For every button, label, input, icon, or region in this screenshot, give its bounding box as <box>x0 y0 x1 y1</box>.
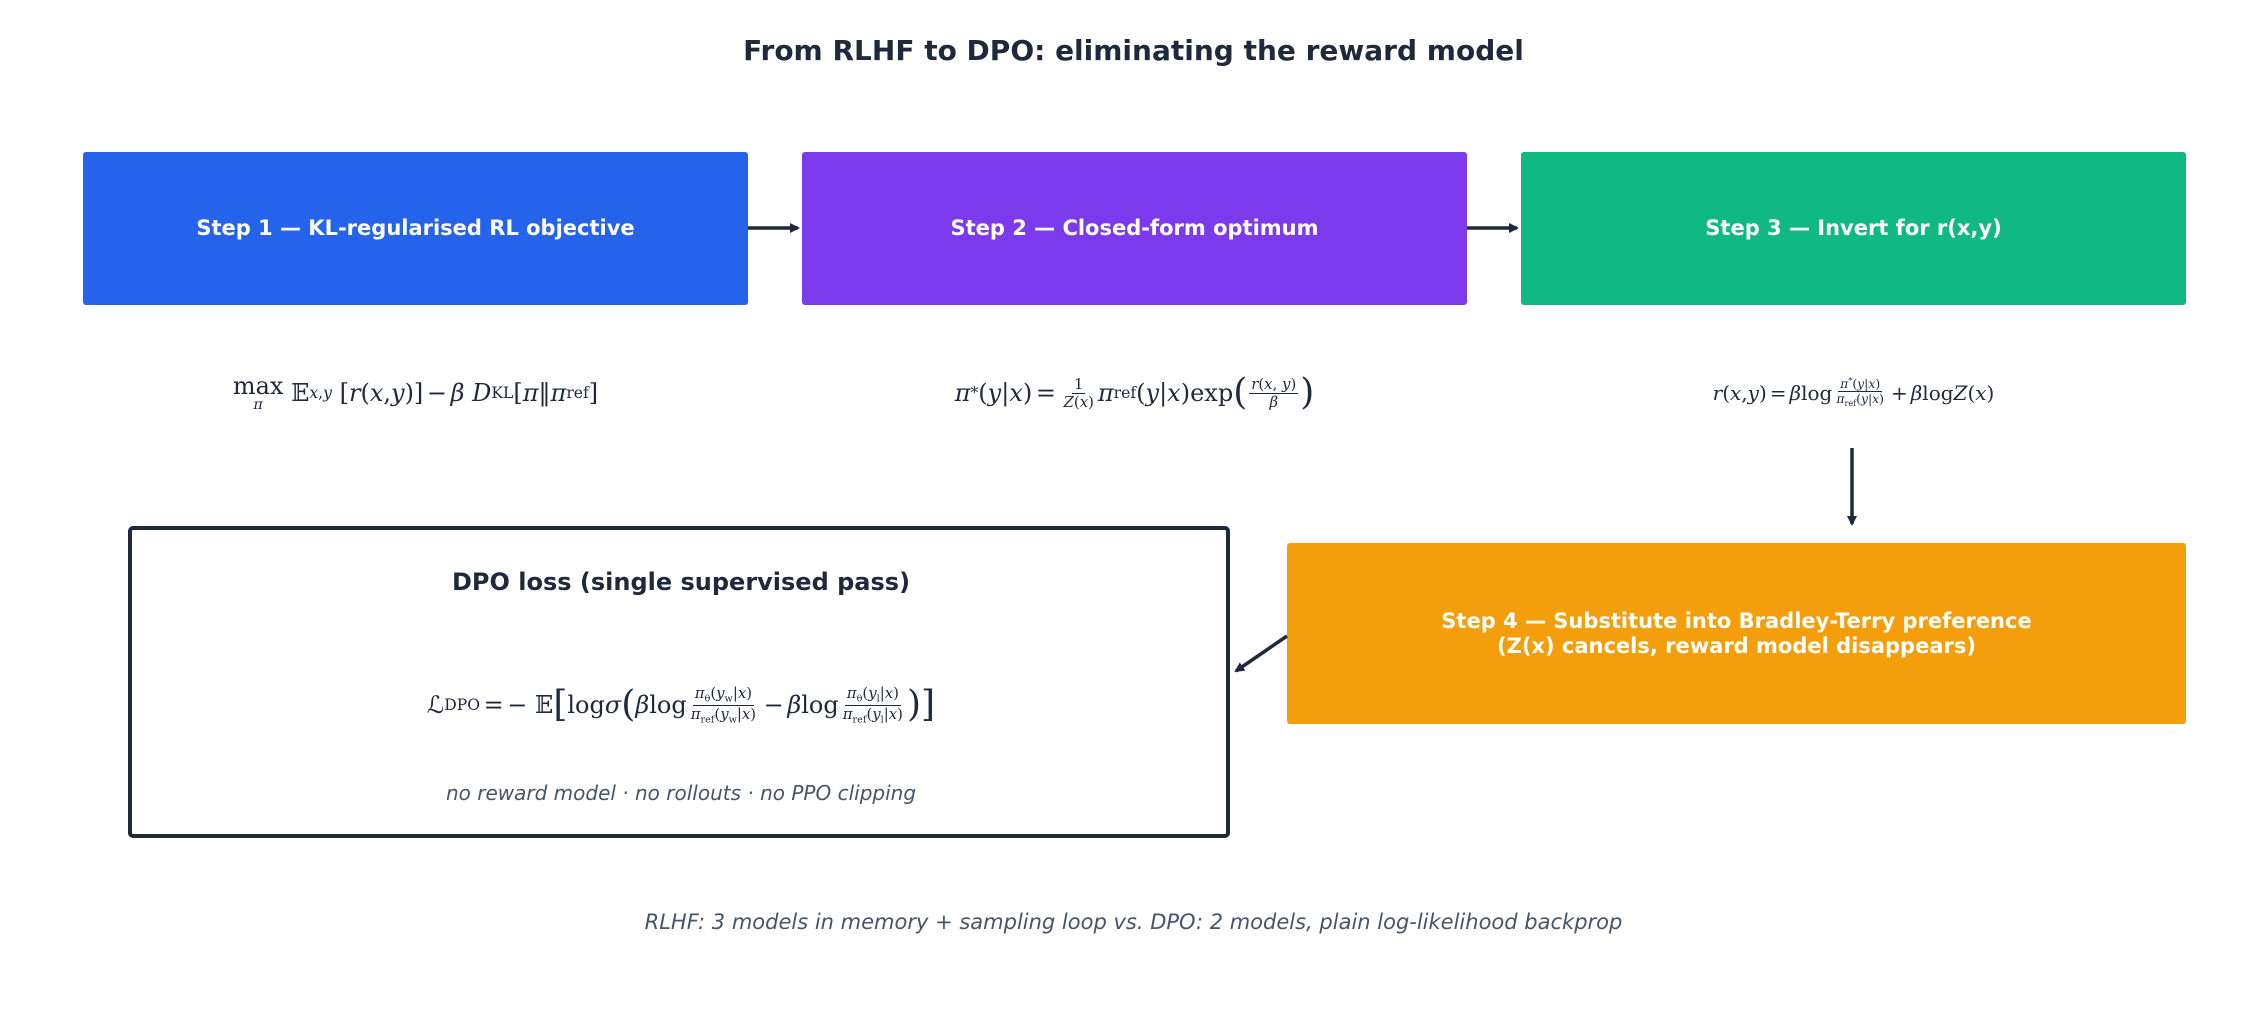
dpo-loss-box <box>128 526 1230 838</box>
step-3-box: Step 3 — Invert for r(x,y) <box>1521 152 2186 305</box>
arrow-step4-to-dpo <box>1234 634 1288 673</box>
footnote: RLHF: 3 models in memory + sampling loop… <box>644 910 1623 934</box>
step-2-box: Step 2 — Closed-form optimum <box>802 152 1467 305</box>
step-1-box: Step 1 — KL-regularised RL objective <box>83 152 748 305</box>
step-4-box: Step 4 — Substitute into Bradley-Terry p… <box>1287 543 2186 724</box>
dpo-loss-note: no reward model · no rollouts · no PPO c… <box>445 781 917 805</box>
dpo-loss-title: DPO loss (single supervised pass) <box>451 568 911 596</box>
diagram-title: From RLHF to DPO: eliminating the reward… <box>743 34 1524 67</box>
